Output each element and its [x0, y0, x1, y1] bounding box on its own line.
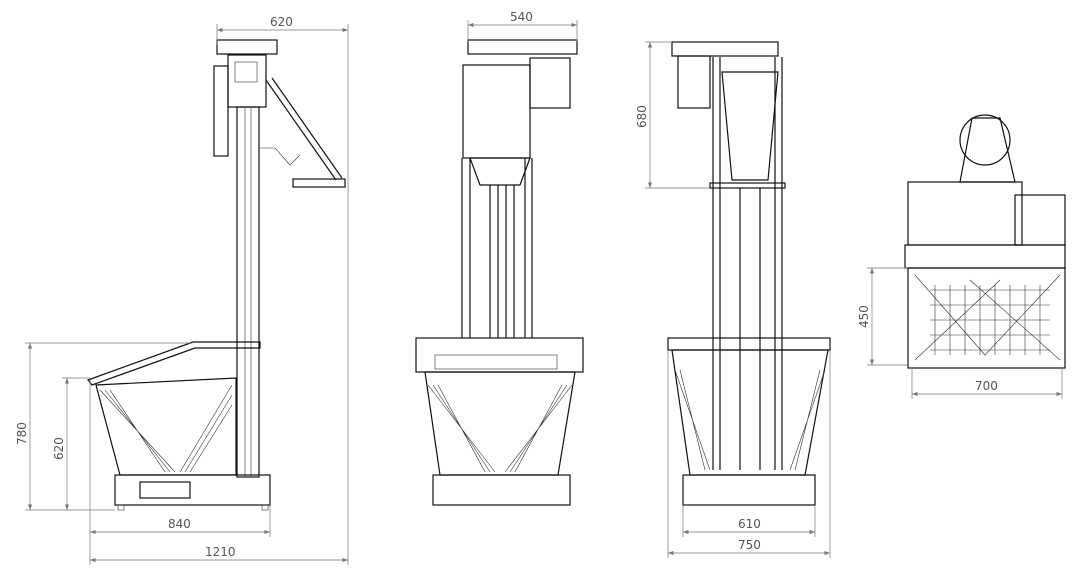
hopper — [907, 267, 1066, 369]
base — [432, 474, 571, 506]
dim-610: 610 — [738, 517, 761, 531]
hopper — [95, 377, 237, 476]
dim-680: 680 — [635, 105, 649, 128]
motor — [677, 55, 711, 109]
side-panel — [213, 65, 229, 157]
top-view: 450 700 — [857, 114, 1066, 399]
dim-840: 840 — [168, 517, 191, 531]
hopper — [671, 349, 829, 476]
hopper-top — [667, 337, 831, 351]
dim-700: 700 — [975, 379, 998, 393]
columns — [712, 57, 783, 470]
hopper-lid — [87, 341, 261, 386]
top-plate — [467, 39, 578, 55]
hopper — [424, 371, 576, 476]
dim-540: 540 — [510, 10, 533, 24]
dim-1210: 1210 — [205, 545, 236, 559]
front-view: 540 — [415, 10, 584, 506]
dim-750: 750 — [738, 538, 761, 552]
base — [682, 474, 816, 506]
base — [114, 474, 271, 506]
feed-tray — [292, 178, 346, 188]
cone — [721, 71, 779, 181]
motor — [529, 57, 571, 109]
control-box — [227, 54, 267, 108]
dim-780: 780 — [15, 422, 29, 445]
grid — [914, 274, 1061, 361]
control-box — [462, 64, 531, 159]
dim-620-top: 620 — [270, 15, 293, 29]
column — [236, 106, 260, 478]
motor-circle — [959, 114, 1011, 166]
rear-view: 680 610 750 — [635, 41, 831, 558]
feed-arm — [265, 77, 343, 181]
dim-620-hopper: 620 — [52, 437, 66, 460]
side-view: 620 780 620 840 1210 — [15, 15, 349, 565]
control-box — [907, 181, 1023, 246]
top-plate — [216, 39, 278, 55]
funnel — [469, 157, 531, 186]
dim-450: 450 — [857, 305, 871, 328]
columns — [461, 158, 533, 338]
top-plate — [671, 41, 779, 57]
